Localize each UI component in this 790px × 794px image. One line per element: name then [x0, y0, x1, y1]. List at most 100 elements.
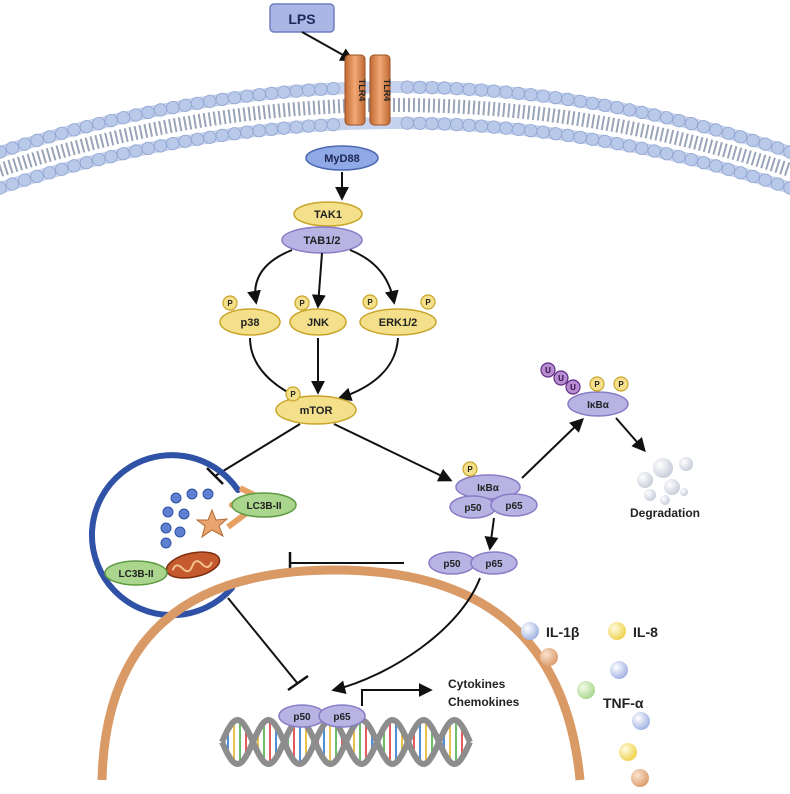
phospholipid-head: [487, 120, 501, 134]
phospholipid-head: [92, 117, 106, 131]
phospholipid-head: [487, 84, 501, 98]
phospholipid-head: [684, 117, 698, 131]
lc3b-left-node: [104, 560, 168, 586]
phospholipid-head: [733, 130, 748, 144]
phospholipid-head: [240, 89, 254, 103]
p38-label: p38: [241, 317, 260, 329]
phospholipid-head: [462, 82, 476, 96]
phospholipid-head: [474, 119, 488, 133]
phospholipid-head: [42, 166, 57, 180]
phospholipid-head: [709, 159, 723, 173]
lps-node: LPS: [269, 3, 335, 33]
phospholipid-head: [153, 103, 168, 117]
phospholipid-head: [696, 156, 711, 170]
phospholipid-head: [190, 96, 205, 110]
cytokines-label: Cytokines: [448, 677, 506, 691]
p65-nuc-label: p65: [333, 712, 351, 723]
p50-cyto-label: p50: [464, 503, 482, 514]
phospholipid-head: [709, 123, 723, 137]
vesicle: [178, 508, 190, 520]
dna-strand: [219, 716, 473, 768]
phospholipid-head: [610, 137, 624, 151]
orange-ball-2: [631, 769, 649, 787]
p38-node: p38 P: [219, 295, 281, 336]
phospholipid-head: [659, 147, 674, 161]
il1b-ball: [521, 622, 539, 640]
phospholipid-head: [598, 134, 612, 148]
phospholipid-head: [425, 117, 439, 131]
phospholipid-head: [462, 118, 476, 132]
phospholipid-head: [635, 141, 649, 155]
phospholipid-head: [166, 137, 180, 151]
ubiquitin-3-label: U: [570, 383, 576, 392]
phospholipid-head: [758, 137, 772, 151]
phospholipid-head: [190, 132, 205, 146]
phospho-mtor: [285, 386, 301, 402]
arrow-ikba-ubiq: [521, 418, 585, 479]
tlr4-right-label: TLR4: [382, 79, 392, 102]
phospho-p38: [222, 295, 238, 311]
arrow-tab-p38: [247, 249, 293, 305]
phospholipid-head: [18, 173, 32, 187]
degradation-particles: Degradation: [630, 457, 700, 520]
phospholipid-head: [153, 139, 168, 153]
phospholipid-head: [314, 82, 328, 96]
phospholipid-head: [203, 130, 217, 144]
phospholipid-head: [30, 133, 44, 147]
phospho-ikba-top-1-label: P: [594, 380, 600, 389]
autophagosome: LC3B-II LC3B-II: [88, 452, 297, 619]
nuclear-envelope: [97, 565, 585, 781]
phospholipid-head: [622, 103, 637, 117]
phospholipid-head: [227, 91, 242, 105]
phospholipid-head: [548, 91, 563, 105]
phospholipid-head: [474, 83, 488, 97]
phospholipid-head: [511, 122, 526, 136]
lc3b-left-label: LC3B-II: [119, 569, 154, 580]
phospholipid-head: [647, 108, 661, 122]
phospholipid-head: [733, 166, 748, 180]
arrow-nfkb-nucleus: [331, 577, 481, 695]
lc3b-right-node: [231, 492, 297, 518]
p50-free-label: p50: [443, 559, 461, 570]
tnfa-label: TNF-α: [603, 695, 644, 711]
phospholipid-head: [215, 128, 229, 142]
nfkb-cytoplasm: p50 p65: [428, 551, 518, 575]
arrow-lps-tlr4: [301, 31, 355, 62]
phospholipid-head: [277, 85, 291, 99]
vesicle: [162, 506, 174, 518]
phospholipid-head: [0, 181, 7, 195]
phospholipid-head: [746, 133, 760, 147]
phospholipid-head: [672, 150, 686, 164]
phospho-jnk-label: P: [299, 299, 305, 308]
phospholipid-head: [277, 121, 291, 135]
phospholipid-head: [326, 118, 340, 132]
tnfa-ball: [577, 681, 595, 699]
tab12-node: TAB1/2: [281, 226, 363, 254]
phospholipid-head: [166, 101, 180, 115]
phospholipid-head: [289, 120, 303, 134]
ikba-complex: IκBα P p50 p65: [449, 461, 538, 519]
phospholipid-head: [585, 132, 600, 146]
phospholipid-head: [289, 84, 303, 98]
mtor-label: mTOR: [300, 405, 333, 417]
phospholipid-head: [400, 116, 414, 130]
blue-ball-3: [632, 712, 650, 730]
phospholipid-head: [314, 118, 328, 132]
tlr4-left-label: TLR4: [357, 79, 367, 102]
phospho-ikba: [462, 461, 478, 477]
il8-label: IL-8: [633, 624, 658, 640]
phospholipid-head: [413, 80, 427, 94]
phospholipid-head: [252, 124, 266, 138]
phospholipid-head: [141, 141, 155, 155]
ubiquitin-1-label: U: [545, 366, 551, 375]
phospho-ikba-top-2: [613, 376, 629, 392]
phospholipid-head: [437, 81, 451, 95]
phospholipid-head: [536, 125, 550, 139]
phospho-erk-a: [362, 294, 378, 310]
vesicle: [160, 537, 172, 549]
phospholipid-head: [67, 159, 81, 173]
myd88-label: MyD88: [324, 153, 359, 165]
phospholipid-head: [721, 162, 735, 176]
